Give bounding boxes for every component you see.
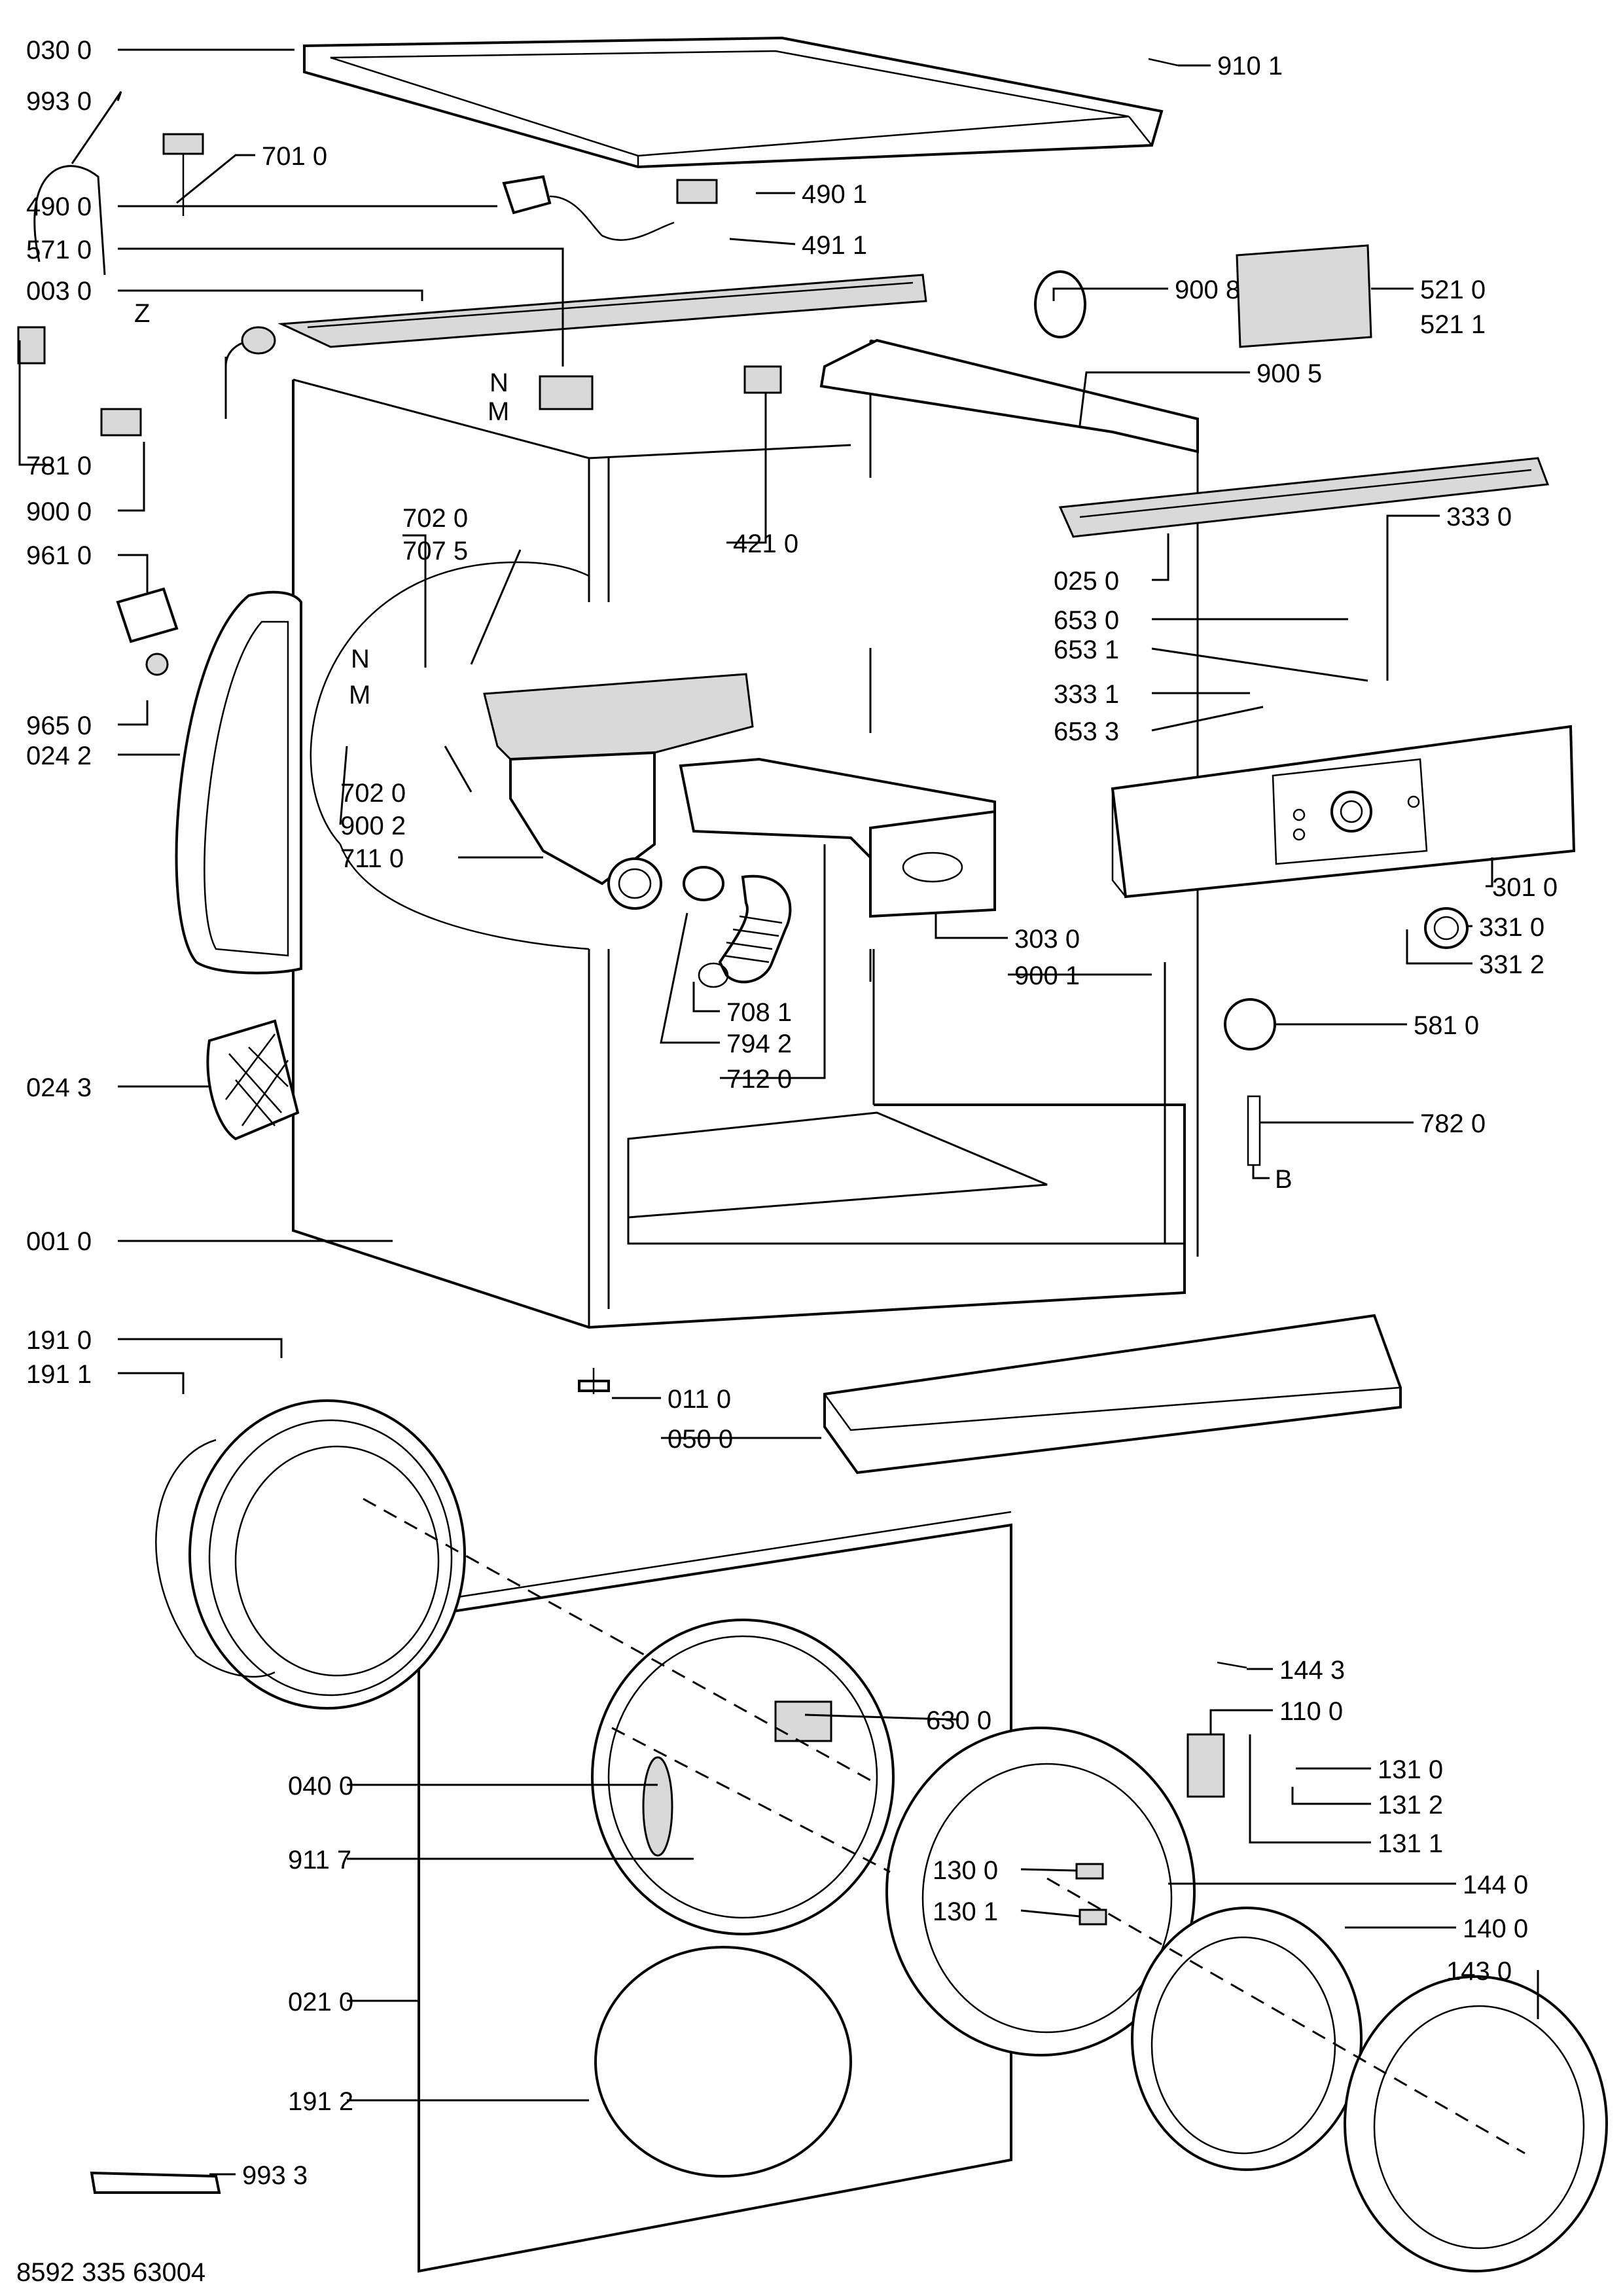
label-900-1: 900 1 — [1014, 961, 1080, 990]
label-900-5: 900 5 — [1257, 359, 1322, 388]
label-131-0: 131 0 — [1378, 1755, 1443, 1784]
label-711-0: 711 0 — [340, 844, 404, 873]
label-782-0: 782 0 — [1420, 1109, 1486, 1138]
label-331-0: 331 0 — [1479, 913, 1544, 942]
part-control-frame — [1058, 457, 1550, 538]
label-110-0: 110 0 — [1279, 1697, 1343, 1726]
label-993-0: 993 0 — [26, 87, 92, 116]
axis-lines — [363, 1498, 1525, 2155]
label-191-1: 191 1 — [26, 1360, 92, 1389]
label-n-valve: N — [490, 368, 508, 397]
label-b: B — [1275, 1165, 1293, 1194]
label-131-1: 131 1 — [1378, 1829, 1443, 1858]
document-code: 8592 335 63004 — [16, 2258, 205, 2287]
label-191-0: 191 0 — [26, 1326, 92, 1355]
label-490-0: 490 0 — [26, 192, 92, 221]
label-965-0: 965 0 — [26, 711, 92, 740]
label-050-0: 050 0 — [668, 1425, 733, 1454]
label-521-1: 521 1 — [1420, 310, 1486, 339]
label-653-3: 653 3 — [1054, 717, 1119, 746]
label-702-0-top: 702 0 — [402, 504, 468, 533]
label-143-0: 143 0 — [1446, 1957, 1512, 1986]
label-910-1: 910 1 — [1217, 52, 1283, 81]
label-630-0: 630 0 — [926, 1706, 991, 1735]
part-dispenser-drawer — [679, 757, 996, 918]
label-024-3: 024 3 — [26, 1073, 92, 1102]
label-131-2: 131 2 — [1378, 1791, 1443, 1820]
label-003-0: 003 0 — [26, 277, 92, 306]
label-521-0: 521 0 — [1420, 276, 1486, 304]
part-cabinet — [292, 339, 1199, 1329]
label-581-0: 581 0 — [1414, 1011, 1479, 1040]
part-top-frame — [277, 274, 927, 348]
label-701-0: 701 0 — [262, 142, 327, 171]
part-front-panel — [418, 1511, 1012, 2273]
label-m-valve: M — [488, 397, 509, 426]
label-144-0: 144 0 — [1463, 1871, 1528, 1899]
label-040-0: 040 0 — [288, 1772, 353, 1801]
part-control-panel — [1111, 725, 1576, 899]
part-rear-rail — [819, 338, 1199, 454]
label-030-0: 030 0 — [26, 36, 92, 65]
part-door-glass — [1131, 1907, 1363, 2171]
label-130-1: 130 1 — [933, 1897, 998, 1926]
label-303-0: 303 0 — [1014, 925, 1080, 954]
label-490-1: 490 1 — [802, 180, 867, 209]
label-491-1: 491 1 — [802, 231, 867, 260]
label-140-0: 140 0 — [1463, 1914, 1528, 1943]
label-333-1: 333 1 — [1054, 680, 1119, 709]
label-900-0: 900 0 — [26, 497, 92, 526]
label-702-0-bottom: 702 0 — [340, 779, 406, 808]
label-911-7: 911 7 — [288, 1846, 351, 1874]
label-024-2: 024 2 — [26, 742, 92, 770]
part-rear-seal — [175, 590, 302, 975]
label-794-2: 794 2 — [726, 1030, 792, 1058]
label-900-8: 900 8 — [1175, 276, 1240, 304]
part-door-seal — [155, 1399, 466, 1710]
label-011-0: 011 0 — [668, 1385, 731, 1414]
label-021-0: 021 0 — [288, 1988, 353, 2017]
label-707-5: 707 5 — [402, 537, 468, 565]
label-708-1: 708 1 — [726, 998, 792, 1027]
label-653-1: 653 1 — [1054, 636, 1119, 664]
label-571-0: 571 0 — [26, 236, 92, 264]
label-900-2: 900 2 — [340, 812, 406, 840]
part-door-ring — [1344, 1975, 1608, 2272]
part-top-cover — [303, 36, 1164, 169]
part-filter-cover — [206, 1019, 300, 1141]
label-130-0: 130 0 — [933, 1856, 998, 1885]
part-kickplate — [823, 1314, 1402, 1475]
label-301-0: 301 0 — [1492, 873, 1558, 902]
part-dispenser-hose — [683, 866, 792, 988]
label-n-pipe: N — [351, 645, 370, 673]
label-191-2: 191 2 — [288, 2087, 353, 2116]
label-653-0: 653 0 — [1054, 606, 1119, 635]
label-333-0: 333 0 — [1446, 503, 1512, 531]
part-labels: 030 0 993 0 701 0 490 0 571 0 003 0 Z N … — [16, 36, 1558, 2287]
label-331-2: 331 2 — [1479, 950, 1544, 979]
label-781-0: 781 0 — [26, 452, 92, 480]
label-421-0: 421 0 — [733, 529, 798, 558]
part-small-components — [17, 58, 1469, 2194]
label-961-0: 961 0 — [26, 541, 92, 570]
part-detergent-dispenser — [483, 673, 754, 910]
label-z: Z — [134, 299, 150, 328]
label-993-3: 993 3 — [242, 2161, 308, 2190]
part-door-frame — [885, 1727, 1196, 2056]
label-144-3: 144 3 — [1279, 1656, 1345, 1685]
label-m-pipe: M — [349, 681, 370, 709]
leader-lines — [18, 48, 1539, 2176]
label-025-0: 025 0 — [1054, 567, 1119, 596]
label-001-0: 001 0 — [26, 1227, 92, 1256]
label-712-0: 712 0 — [726, 1065, 792, 1094]
